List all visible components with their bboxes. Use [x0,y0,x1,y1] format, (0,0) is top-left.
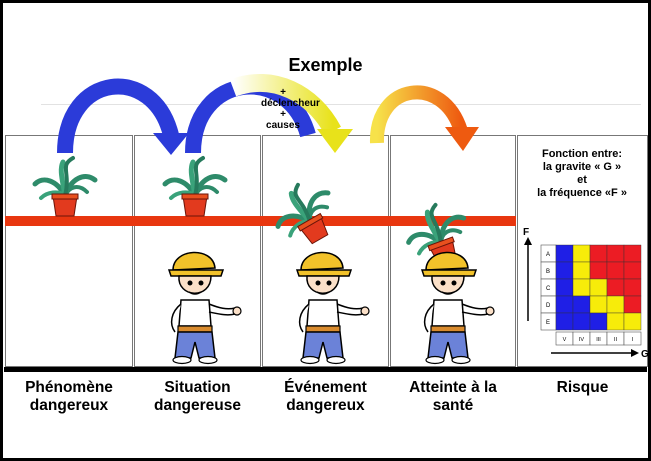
matrix-cell [572,244,591,263]
matrix-cell [589,312,608,331]
caption-situation: Situation dangereuse [134,379,261,415]
matrix-cell [623,312,642,331]
matrix-row-label: E [546,320,550,326]
worker-2 [168,251,242,365]
matrix-cell [623,295,642,314]
matrix-cell [623,278,642,297]
matrix-cell [589,261,608,280]
f-axis-label: F [523,227,529,238]
matrix-col-label: II [614,337,618,343]
title-divider [41,104,641,105]
matrix-cell [606,244,625,263]
caption-situation-line2: dangereuse [153,397,241,414]
matrix-cell [623,261,642,280]
risk-line-3: et [577,174,587,186]
illustration [3,74,495,365]
arrow-label-declencheur: déclencheur [261,98,320,109]
caption-risque-line1: Risque [556,379,609,396]
caption-risque: Risque [517,379,648,397]
caption-evenement: Événement dangereux [262,379,389,415]
caption-evenement-line2: dangereux [286,397,365,414]
f-axis-arrow-head [524,237,532,245]
matrix-col-label: III [596,337,601,343]
arrow-3 [229,74,341,136]
matrix-row-label: A [546,252,550,258]
matrix-cell [589,278,608,297]
caption-atteinte-line1: Atteinte à la [409,379,497,396]
caption-phenomene-line1: Phénomène [25,379,113,396]
g-axis-arrow-head [631,349,639,357]
matrix-col-label: I [632,337,634,343]
slide-title: Exemple [288,55,363,75]
matrix-cell [572,261,591,280]
matrix-row-label: C [546,286,551,292]
plant-1 [35,158,95,216]
arrow-label-causes: causes [266,120,300,131]
arrow-4-head [445,127,479,151]
caption-evenement-line1: Événement [284,379,367,396]
worker-3 [296,251,370,365]
plant-2 [165,158,225,216]
matrix-col-label: IV [579,337,585,343]
arrow-label-plus-2: + [280,109,286,120]
matrix-row-label: D [546,303,551,309]
matrix-cell [589,244,608,263]
arrow-4 [369,85,468,144]
matrix-cell [555,261,574,280]
risk-line-4: la fréquence «F » [537,187,627,199]
matrix-cell [572,295,591,314]
matrix-col-label-box [623,331,642,346]
matrix-cell [555,244,574,263]
matrix-cell [572,312,591,331]
danger-line [5,216,516,226]
matrix-cell [606,312,625,331]
plant-3-falling [265,174,346,254]
arrow-1-head [153,133,189,155]
risk-description: Fonction entre: la gravite « G » et la f… [517,148,647,200]
arrow-3-head [317,129,353,153]
matrix-cell [572,278,591,297]
matrix-cell [555,295,574,314]
caption-phenomene: Phénomène dangereux [5,379,133,415]
baseline [4,367,647,372]
matrix-col-label: V [563,337,567,343]
matrix-cell [606,295,625,314]
worker-4 [421,251,495,365]
arrow-label: + déclencheur + causes [261,87,320,131]
matrix-cell [555,278,574,297]
matrix-cell [555,312,574,331]
arrow-label-plus-1: + [280,87,286,98]
risk-line-2: la gravite « G » [542,161,622,173]
caption-phenomene-line2: dangereux [29,397,109,414]
matrix-cell [623,244,642,263]
risk-line-1: Fonction entre: [541,148,623,160]
g-axis-label: G [641,349,648,360]
caption-atteinte-line2: santé [432,397,474,414]
caption-situation-line1: Situation [164,379,231,396]
caption-atteinte: Atteinte à la santé [390,379,516,415]
arrow-1 [57,78,179,154]
matrix-cell [606,278,625,297]
matrix-cell [606,261,625,280]
matrix-row-label: B [546,269,550,275]
matrix-cell [589,295,608,314]
